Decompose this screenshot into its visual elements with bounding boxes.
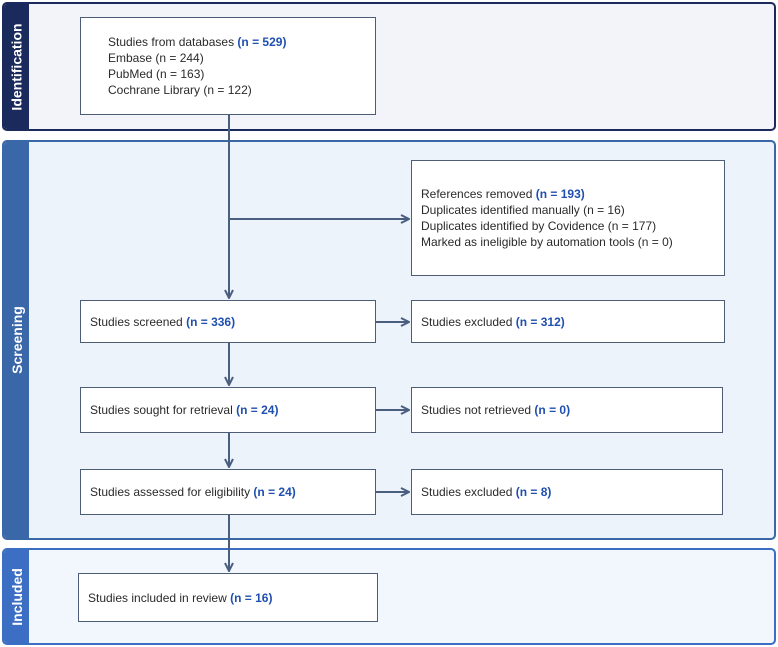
not-retrieved-box: Studies not retrieved (n = 0) <box>411 387 723 433</box>
identification-tab: Identification <box>4 4 29 129</box>
identification-box: Studies from databases (n = 529) Embase … <box>80 17 376 115</box>
studies-screened-box: Studies screened (n = 336) <box>80 300 376 343</box>
identification-total: Studies from databases (n = 529) <box>108 35 287 49</box>
source-cochrane: Cochrane Library (n = 122) <box>108 83 252 97</box>
screening-tab: Screening <box>4 142 29 538</box>
references-removed-box: References removed (n = 193) Duplicates … <box>411 160 725 276</box>
duplicates-manual: Duplicates identified manually (n = 16) <box>421 203 625 217</box>
studies-excluded-eligibility-box: Studies excluded (n = 8) <box>411 469 723 515</box>
source-embase: Embase (n = 244) <box>108 51 204 65</box>
duplicates-covidence: Duplicates identified by Covidence (n = … <box>421 219 657 233</box>
studies-included-box: Studies included in review (n = 16) <box>78 573 378 622</box>
assessed-eligibility-box: Studies assessed for eligibility (n = 24… <box>80 469 376 515</box>
source-pubmed: PubMed (n = 163) <box>108 67 205 81</box>
ineligible-automation: Marked as ineligible by automation tools… <box>421 235 673 249</box>
sought-for-retrieval-box: Studies sought for retrieval (n = 24) <box>80 387 376 433</box>
included-tab: Included <box>4 550 29 643</box>
studies-excluded-screening-box: Studies excluded (n = 312) <box>411 300 725 343</box>
references-removed-total: References removed (n = 193) <box>421 187 585 201</box>
